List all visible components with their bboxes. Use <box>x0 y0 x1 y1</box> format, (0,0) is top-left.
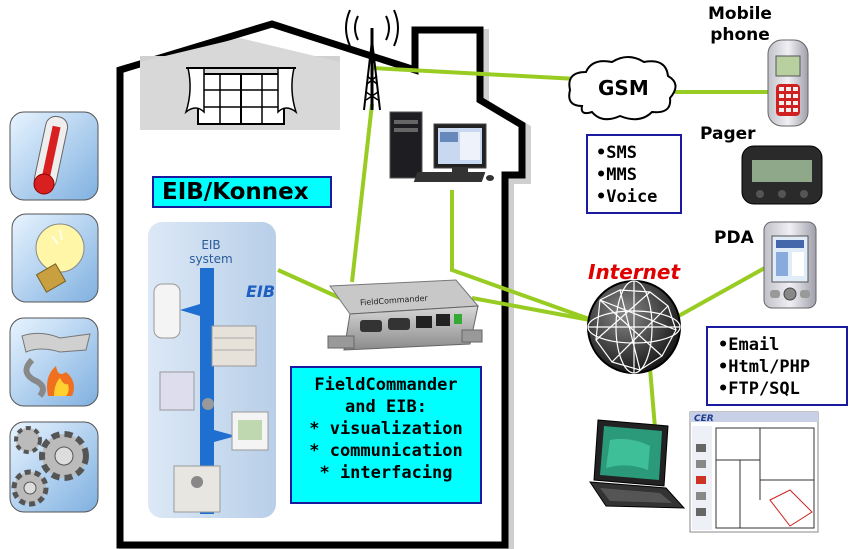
web-screenshot-icon <box>689 411 819 533</box>
pda-label: PDA <box>714 228 754 248</box>
internet-service-html-php: •Html/PHP <box>718 357 811 377</box>
antenna-icon <box>345 9 399 111</box>
gears-icon <box>11 426 89 507</box>
desktop-computer-icon <box>389 111 494 182</box>
thermometer-icon <box>33 115 69 195</box>
internet-globe-icon <box>587 280 681 374</box>
light-bulb-icon <box>35 223 85 293</box>
eib-system-title: EIB system <box>189 238 233 266</box>
info-box-line1: FieldCommander <box>314 375 458 395</box>
info-box-item-interfacing: * interfacing <box>319 463 453 483</box>
gsm-service-voice: •Voice <box>596 187 658 207</box>
laptop-icon <box>589 419 686 509</box>
internet-service-ftp-sql: •FTP/SQL <box>718 379 800 399</box>
fieldcommander-info-box: FieldCommander and EIB: * visualization … <box>290 366 482 504</box>
gsm-service-mms: •MMS <box>596 165 637 185</box>
cer-logo: CER <box>694 414 714 424</box>
gsm-label: GSM <box>598 76 649 100</box>
pda-icon <box>763 221 817 309</box>
pager-icon <box>741 145 823 205</box>
eib-konnex-label: EIB/Konnex <box>162 179 309 205</box>
mobile-phone-icon <box>767 39 809 127</box>
internet-label: Internet <box>588 260 681 284</box>
mobile-phone-label: Mobile phone <box>708 4 772 45</box>
gsm-service-sms: •SMS <box>596 143 637 163</box>
gsm-cloud-icon <box>568 56 677 121</box>
gsm-services-box: •SMS •MMS •Voice <box>586 134 682 214</box>
connection-lines <box>277 66 771 429</box>
eib-logo: EIB <box>246 282 276 301</box>
eib-konnex-label-box: EIB/Konnex <box>152 176 332 208</box>
pager-label: Pager <box>700 124 756 144</box>
window-icon <box>140 38 340 130</box>
internet-service-email: •Email <box>718 335 780 355</box>
fire-icon <box>21 332 91 398</box>
info-box-line2: and EIB: <box>345 397 427 417</box>
fieldcommander-device-icon <box>327 279 483 351</box>
info-box-item-visualization: * visualization <box>309 419 463 439</box>
info-box-item-communication: * communication <box>309 441 463 461</box>
internet-services-box: •Email •Html/PHP •FTP/SQL <box>706 326 848 406</box>
eib-system-panel <box>148 222 276 518</box>
